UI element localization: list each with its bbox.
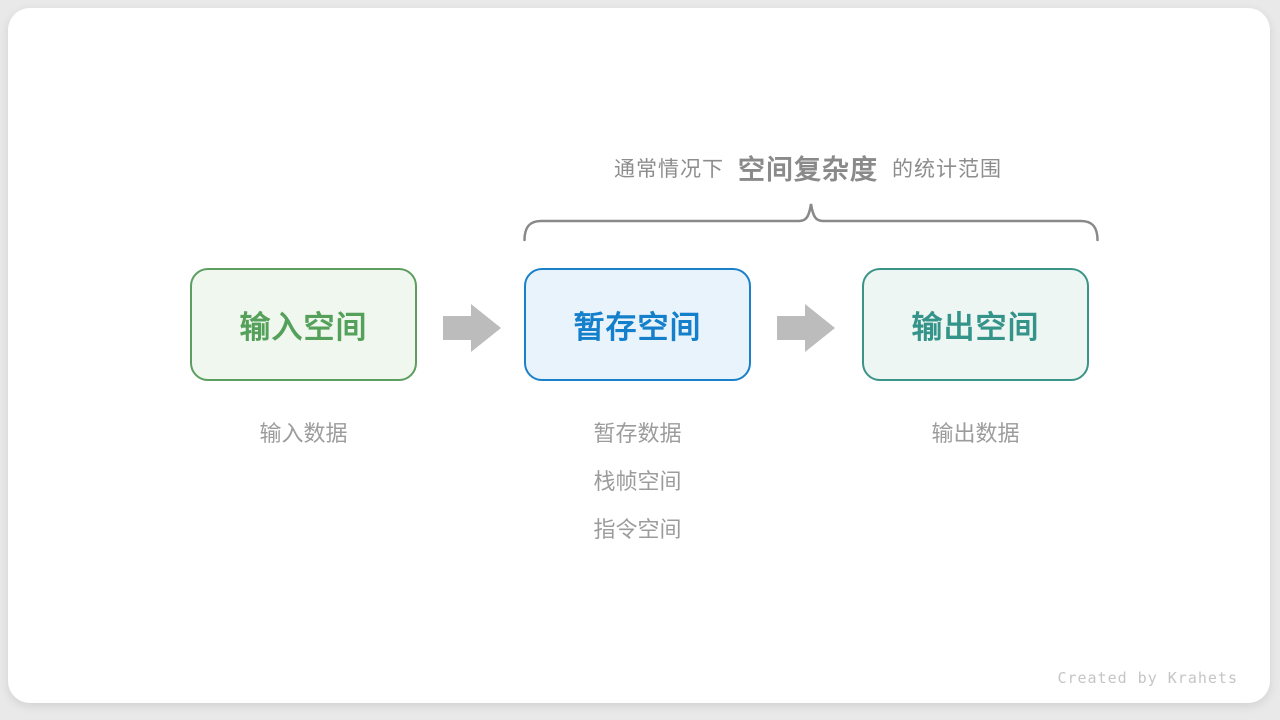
caption-prefix: 通常情况下 [614,157,724,181]
box-output-space-label: 输出空间 [911,310,1040,345]
annotation-line: 指令空间 [593,517,682,542]
box-temporary-space-label: 暂存空间 [573,310,702,345]
box-temporary-space: 暂存空间 [524,268,751,381]
caption-suffix: 的统计范围 [892,157,1002,181]
annotation-output: 输出数据 [862,410,1089,458]
box-output-space: 输出空间 [862,268,1089,381]
box-input-space: 输入空间 [190,268,417,381]
caption-highlight: 空间复杂度 [738,155,878,185]
annotation-input: 输入数据 [190,410,417,458]
annotation-temporary: 暂存数据 栈帧空间 指令空间 [524,410,751,554]
brace-path [523,203,1099,242]
diagram-card: 通常情况下 空间复杂度 的统计范围 输入空间 暂存空间 输出空间 输入数据 暂存… [8,8,1270,703]
box-input-space-label: 输入空间 [239,310,368,345]
arrow-right-shape [777,304,835,352]
credit-text: Created by Krahets [1057,669,1238,687]
annotation-line: 栈帧空间 [593,469,682,494]
annotation-line: 输出数据 [931,421,1020,446]
arrow-right-icon [777,304,835,352]
caption: 通常情况下 空间复杂度 的统计范围 [614,148,1002,187]
annotation-line: 输入数据 [259,421,348,446]
brace-icon [523,203,1099,242]
arrow-right-shape [443,304,501,352]
arrow-right-icon [443,304,501,352]
annotation-line: 暂存数据 [593,421,682,446]
